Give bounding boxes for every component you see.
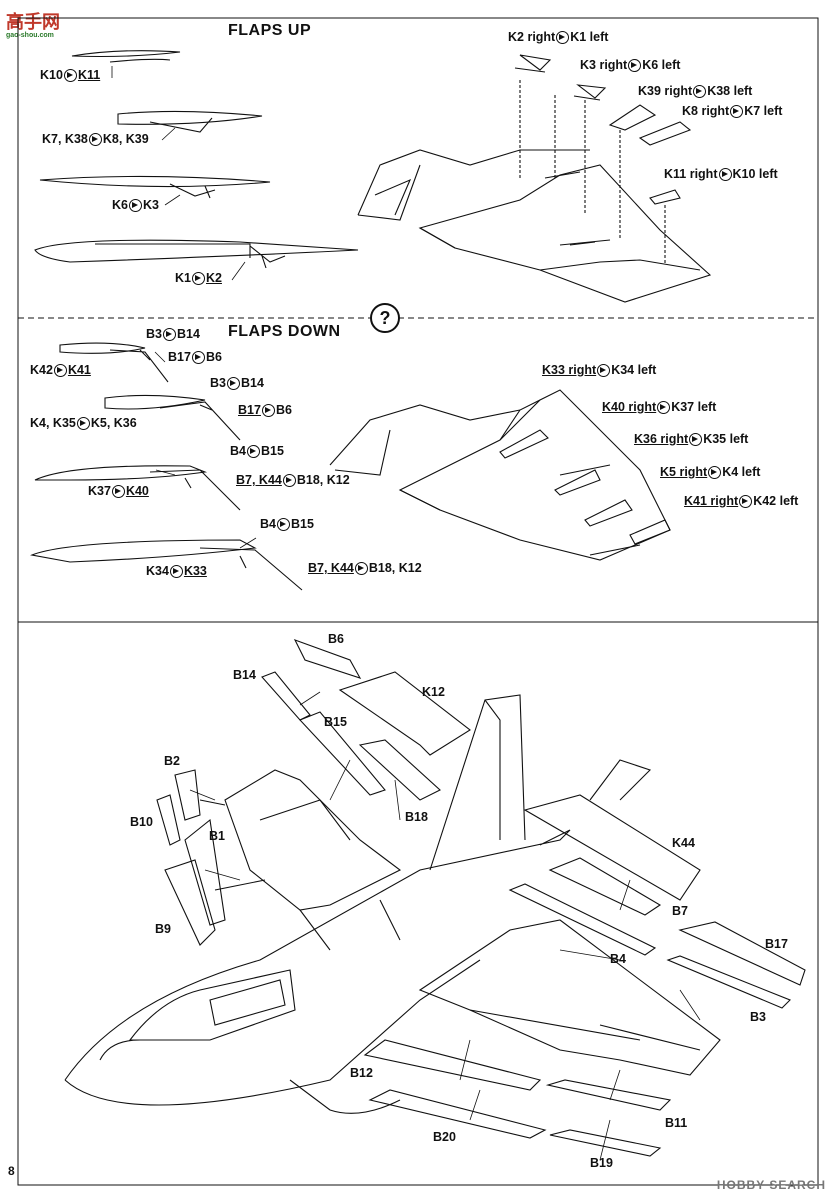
watermark: HOBBY SEARCH	[716, 1178, 826, 1192]
flaps-up-wing	[357, 54, 712, 303]
part-label-b7: B7	[672, 904, 688, 918]
part-label-b11: B11	[665, 1116, 688, 1130]
arrow-icon	[53, 364, 67, 377]
arrow-icon	[556, 31, 570, 44]
arrow-icon	[276, 518, 290, 531]
arrow-icon	[246, 445, 260, 458]
flaps-down-profiles	[30, 342, 303, 591]
part-label-b9: B9	[155, 922, 171, 936]
arrow-icon	[111, 485, 125, 498]
page-number: 8	[8, 1164, 15, 1178]
arrow-icon	[708, 466, 722, 479]
arrow-icon	[76, 417, 90, 430]
arrow-icon	[282, 474, 296, 487]
flaps-up-profiles	[34, 50, 359, 269]
flaps-up-title: FLAPS UP	[228, 22, 312, 39]
site-logo: 高手网 gao-shou.com	[6, 12, 60, 39]
frame-border	[17, 17, 819, 1186]
arrow-icon	[657, 401, 671, 414]
part-label-b10: B10	[130, 815, 153, 829]
part-label-b14: B14	[233, 668, 256, 682]
arrow-icon	[354, 562, 368, 575]
flaps-down-wing	[329, 389, 671, 561]
leader-lines	[111, 66, 701, 1161]
arrow-icon	[718, 168, 732, 181]
arrow-icon	[63, 69, 77, 82]
part-label-b3: B3	[750, 1010, 766, 1024]
question-mark-icon: ?	[370, 303, 400, 333]
part-label-k12: K12	[422, 685, 445, 699]
arrow-icon	[191, 272, 205, 285]
arrow-icon	[162, 328, 176, 341]
flaps-down-title: FLAPS DOWN	[228, 323, 341, 340]
part-label-b2: B2	[164, 754, 180, 768]
arrow-icon	[226, 377, 240, 390]
part-label-b12: B12	[350, 1066, 373, 1080]
arrow-icon	[628, 59, 642, 72]
part-label-b19: B19	[590, 1156, 613, 1170]
arrow-icon	[191, 351, 205, 364]
arrow-icon	[261, 404, 275, 417]
arrow-icon	[693, 85, 707, 98]
part-label-b4: B4	[610, 952, 626, 966]
arrow-icon	[739, 495, 753, 508]
part-label-b1: B1	[209, 829, 225, 843]
part-label-b17: B17	[765, 937, 788, 951]
assembly-left-wing	[156, 639, 471, 946]
arrow-icon	[88, 133, 102, 146]
arrow-icon	[128, 199, 142, 212]
part-label-b6: B6	[328, 632, 344, 646]
arrow-icon	[689, 433, 703, 446]
assembly-fuselage	[64, 694, 652, 1114]
part-label-b18: B18	[405, 810, 428, 824]
part-label-k44: K44	[672, 836, 695, 850]
arrow-icon	[597, 364, 611, 377]
arrow-icon	[730, 105, 744, 118]
arrow-icon	[169, 565, 183, 578]
assembly-right-wing	[363, 794, 806, 1157]
part-label-b15: B15	[324, 715, 347, 729]
part-label-b20: B20	[433, 1130, 456, 1144]
